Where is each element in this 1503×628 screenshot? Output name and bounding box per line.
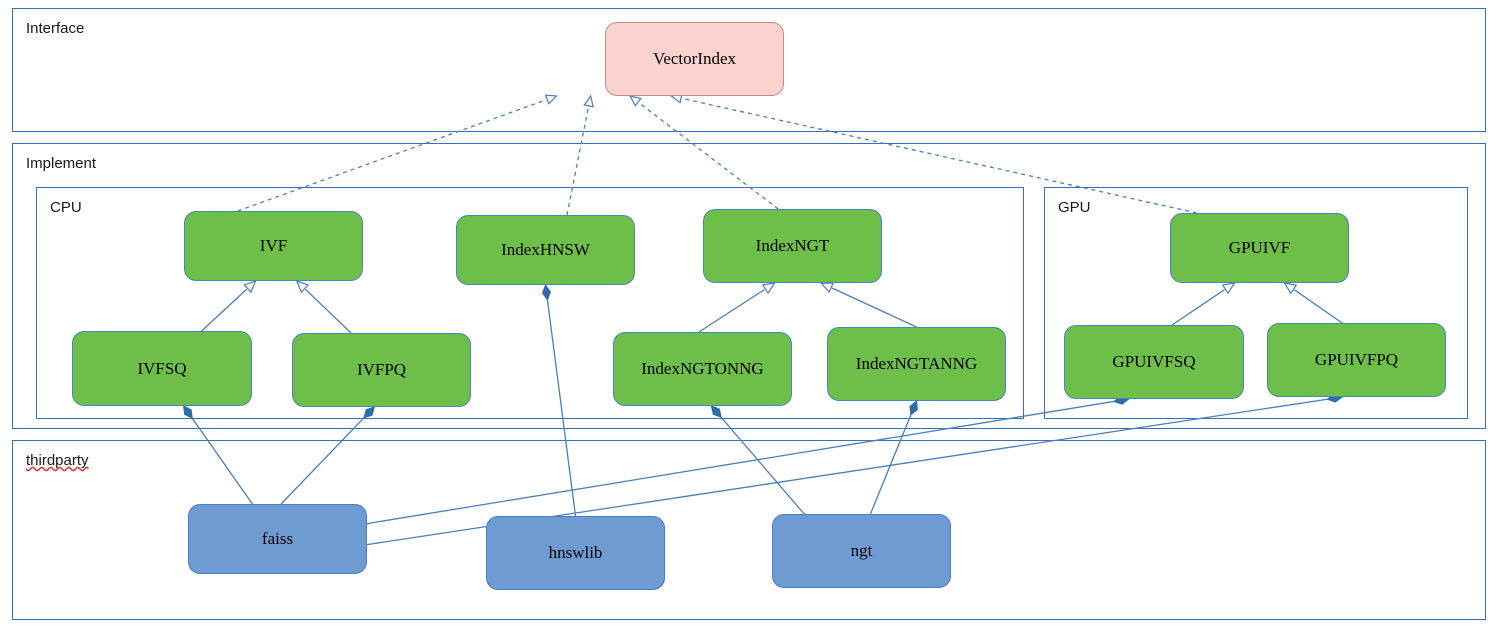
class-node-ngt[interactable]: ngt bbox=[772, 514, 951, 588]
class-node-faiss[interactable]: faiss bbox=[188, 504, 367, 574]
class-node-indexngtonng[interactable]: IndexNGTONNG bbox=[613, 332, 792, 406]
group-label-interface: Interface bbox=[26, 20, 85, 37]
class-node-indexngtanng[interactable]: IndexNGTANNG bbox=[827, 327, 1006, 401]
class-node-hnswlib[interactable]: hnswlib bbox=[486, 516, 665, 590]
class-node-ivfpq[interactable]: IVFPQ bbox=[292, 333, 471, 407]
group-label-gpu: GPU bbox=[1058, 199, 1091, 216]
class-node-indexhnsw[interactable]: IndexHNSW bbox=[456, 215, 635, 285]
class-node-gpuivfsq[interactable]: GPUIVFSQ bbox=[1064, 325, 1244, 399]
class-node-gpuivf[interactable]: GPUIVF bbox=[1170, 213, 1349, 283]
class-node-ivf[interactable]: IVF bbox=[184, 211, 363, 281]
class-node-ivfsq[interactable]: IVFSQ bbox=[72, 331, 252, 406]
group-label-thirdparty: thirdparty bbox=[26, 452, 89, 469]
group-label-implement: Implement bbox=[26, 155, 97, 172]
class-node-indexngt[interactable]: IndexNGT bbox=[703, 209, 882, 283]
class-node-gpuivfpq[interactable]: GPUIVFPQ bbox=[1267, 323, 1446, 397]
group-label-cpu: CPU bbox=[50, 199, 82, 216]
class-node-vectorindex[interactable]: VectorIndex bbox=[605, 22, 784, 96]
